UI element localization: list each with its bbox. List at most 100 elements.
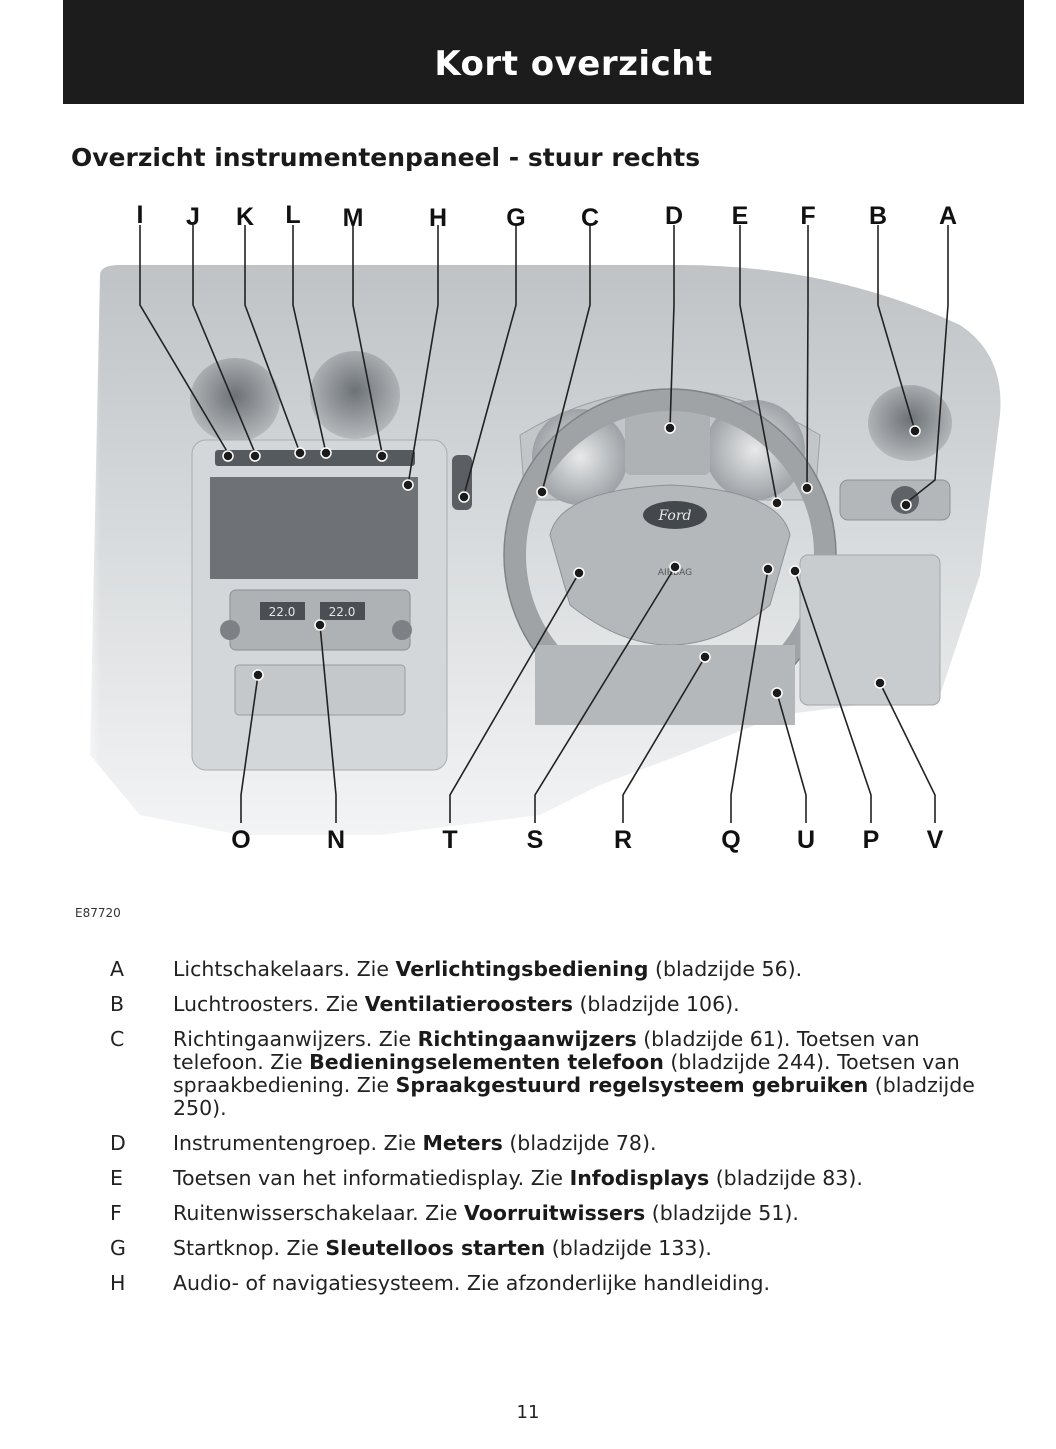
label-P: P — [863, 826, 880, 854]
navigation-screen — [210, 477, 418, 579]
label-N: N — [327, 826, 345, 854]
legend-list: ALichtschakelaars. Zie Verlichtingsbedie… — [108, 958, 1008, 1307]
dot-M — [377, 451, 387, 461]
dot-L — [321, 448, 331, 458]
legend-description: Lichtschakelaars. Zie Verlichtingsbedien… — [173, 958, 1008, 981]
dot-T — [574, 568, 584, 578]
dot-C — [537, 487, 547, 497]
dot-E — [772, 498, 782, 508]
dot-S — [670, 562, 680, 572]
label-F: F — [800, 202, 815, 230]
label-K: K — [236, 203, 254, 231]
dot-G — [459, 492, 469, 502]
legend-text-part: (bladzijde 78). — [503, 1131, 657, 1155]
dot-Q — [763, 564, 773, 574]
dot-O — [253, 670, 263, 680]
dot-A — [901, 500, 911, 510]
legend-text-part: Instrumentengroep. Zie — [173, 1131, 422, 1155]
label-H: H — [429, 204, 447, 232]
label-J: J — [186, 203, 200, 231]
legend-reference: Meters — [422, 1131, 502, 1155]
legend-reference: Infodisplays — [570, 1166, 710, 1190]
legend-letter: H — [108, 1272, 173, 1295]
legend-text-part: Luchtroosters. Zie — [173, 992, 365, 1016]
header-bar: Kort overzicht — [63, 0, 1024, 104]
climate-left-temp: 22.0 — [269, 605, 296, 619]
dot-U — [772, 688, 782, 698]
cluster-center-display — [625, 405, 710, 475]
dot-V — [875, 678, 885, 688]
legend-text-part: Startknop. Zie — [173, 1236, 325, 1260]
legend-item-a: ALichtschakelaars. Zie Verlichtingsbedie… — [108, 958, 1008, 981]
label-T: T — [442, 826, 457, 854]
legend-description: Ruitenwisserschakelaar. Zie Voorruitwiss… — [173, 1202, 1008, 1225]
label-O: O — [231, 826, 250, 854]
page-header-title: Kort overzicht — [63, 44, 1024, 84]
label-R: R — [614, 826, 632, 854]
legend-reference: Ventilatieroosters — [365, 992, 573, 1016]
legend-letter: D — [108, 1132, 173, 1155]
label-U: U — [797, 826, 815, 854]
leader-F — [807, 225, 808, 488]
label-B: B — [869, 202, 887, 230]
dot-F — [802, 483, 812, 493]
label-A: A — [939, 202, 957, 230]
legend-description: Startknop. Zie Sleutelloos starten (blad… — [173, 1237, 1008, 1260]
dot-N — [315, 620, 325, 630]
label-D: D — [665, 202, 683, 230]
vent-left-outer — [190, 358, 280, 442]
legend-text-part: Toetsen van het informatiedisplay. Zie — [173, 1166, 570, 1190]
legend-text-part: (bladzijde 106). — [573, 992, 740, 1016]
legend-letter: F — [108, 1202, 173, 1225]
legend-description: Luchtroosters. Zie Ventilatieroosters (b… — [173, 993, 1008, 1016]
legend-description: Audio- of navigatiesysteem. Zie afzonder… — [173, 1272, 1008, 1295]
label-Q: Q — [721, 826, 740, 854]
legend-text-part: Richtingaanwijzers. Zie — [173, 1027, 418, 1051]
climate-knob-left — [220, 620, 240, 640]
label-I: I — [137, 201, 144, 229]
dot-I — [223, 451, 233, 461]
legend-reference: Richtingaanwijzers — [418, 1027, 637, 1051]
top-labels: I J K L M H G C D E F B A — [137, 201, 958, 232]
legend-reference: Spraakgestuurd regelsysteem gebruiken — [396, 1073, 869, 1097]
climate-right-temp: 22.0 — [329, 605, 356, 619]
bottom-labels: O N T S R Q U P V — [231, 826, 943, 854]
legend-description: Instrumentengroep. Zie Meters (bladzijde… — [173, 1132, 1008, 1155]
label-G: G — [506, 204, 525, 232]
legend-letter: C — [108, 1028, 173, 1120]
dot-R — [700, 652, 710, 662]
legend-text-part: Ruitenwisserschakelaar. Zie — [173, 1201, 464, 1225]
legend-item-e: EToetsen van het informatiedisplay. Zie … — [108, 1167, 1008, 1190]
legend-reference: Voorruitwissers — [464, 1201, 645, 1225]
figure-id: E87720 — [75, 906, 121, 920]
label-C: C — [581, 204, 599, 232]
dot-K — [295, 448, 305, 458]
label-E: E — [732, 202, 749, 230]
label-M: M — [343, 204, 364, 232]
legend-letter: B — [108, 993, 173, 1016]
label-V: V — [927, 826, 944, 854]
legend-text-part: Audio- of navigatiesysteem. Zie afzonder… — [173, 1271, 770, 1295]
legend-text-part: (bladzijde 83). — [709, 1166, 863, 1190]
legend-text-part: (bladzijde 56). — [648, 957, 802, 981]
legend-reference: Verlichtingsbediening — [396, 957, 649, 981]
legend-item-f: FRuitenwisserschakelaar. Zie Voorruitwis… — [108, 1202, 1008, 1225]
legend-letter: E — [108, 1167, 173, 1190]
label-S: S — [527, 826, 544, 854]
legend-reference: Sleutelloos starten — [325, 1236, 545, 1260]
climate-knob-right — [392, 620, 412, 640]
legend-letter: A — [108, 958, 173, 981]
legend-text-part: Lichtschakelaars. Zie — [173, 957, 396, 981]
dot-H — [403, 480, 413, 490]
dot-B — [910, 426, 920, 436]
legend-item-b: BLuchtroosters. Zie Ventilatieroosters (… — [108, 993, 1008, 1016]
legend-letter: G — [108, 1237, 173, 1260]
ford-logo-text: Ford — [657, 508, 691, 524]
legend-text-part: (bladzijde 133). — [545, 1236, 712, 1260]
legend-text-part: (bladzijde 51). — [645, 1201, 799, 1225]
dashboard-diagram: 22.0 22.0 Ford AIRBAG — [80, 195, 1020, 865]
